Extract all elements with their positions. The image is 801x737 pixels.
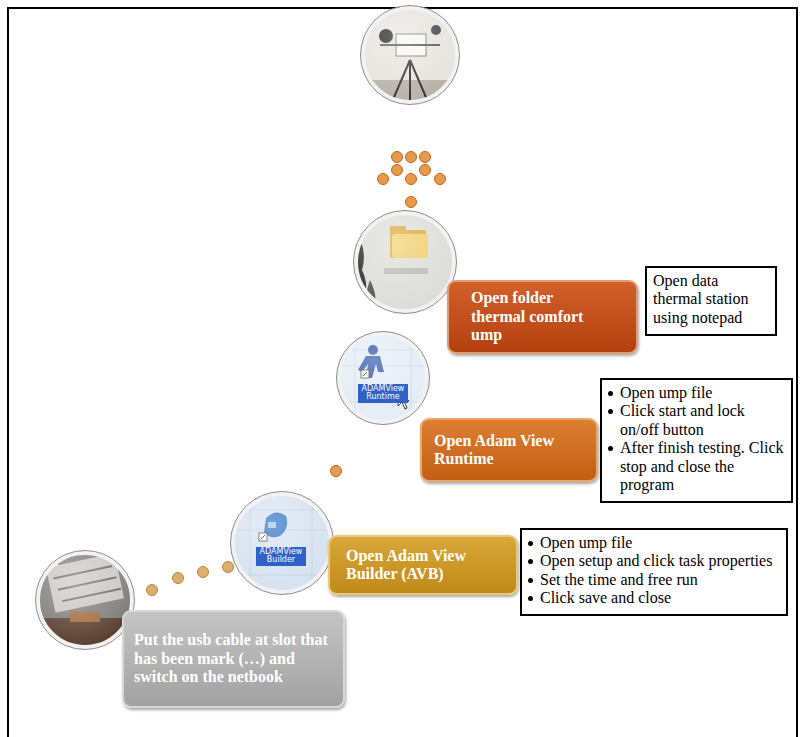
dot-trail-part xyxy=(392,152,403,163)
netbook-photo-part-part xyxy=(37,552,133,648)
netbook-photo-part xyxy=(36,551,135,650)
station-photo-part xyxy=(361,6,460,105)
step-text: Open Adam View Runtime xyxy=(434,432,574,469)
bullet-dot xyxy=(528,596,533,601)
step-text: Open folder thermal comfort ump xyxy=(471,289,599,344)
runtime-icon-part xyxy=(339,334,427,422)
builder-icon-part xyxy=(233,494,331,592)
station-photo-part xyxy=(363,8,457,102)
bullet-dot xyxy=(608,446,613,451)
bullet-text: After finish testing. Click stop and clo… xyxy=(620,439,785,494)
dot-trail-part xyxy=(392,165,403,176)
step-text: Open Adam View Builder (AVB) xyxy=(346,547,491,584)
bullet-dot xyxy=(608,391,613,396)
bullet-row: Set the time and free run xyxy=(528,571,780,589)
dot-trail-part xyxy=(406,197,417,208)
dot-trail-part xyxy=(378,174,389,185)
bullet-row: Open ump file xyxy=(608,384,785,402)
dot-trail-part xyxy=(198,567,209,578)
bullet-text: Open ump file xyxy=(540,534,632,552)
dot-trail-part xyxy=(420,165,431,176)
bullet-row: Open ump file xyxy=(528,534,780,552)
bullet-dot xyxy=(608,409,613,414)
folder-icon-part xyxy=(356,213,454,311)
builder-icon-part xyxy=(233,494,331,592)
dot-trail-part xyxy=(331,466,342,477)
dot-trail-part xyxy=(147,585,158,596)
text-group: Open ump fileOpen setup and click task p… xyxy=(528,534,780,608)
bullet-row: After finish testing. Click stop and clo… xyxy=(608,439,785,494)
dot-trail-part xyxy=(223,562,234,573)
text-group: Open folder thermal comfort ump xyxy=(471,289,599,344)
dot-trail xyxy=(147,562,234,596)
runtime-icon-part-part xyxy=(339,334,429,424)
runtime-icon-part-part xyxy=(339,334,429,424)
folder-icon xyxy=(354,211,457,314)
text-group: Open Adam View Runtime xyxy=(434,432,574,469)
bullet-dot xyxy=(528,578,533,583)
step-band: Open Adam View Runtime xyxy=(420,418,598,482)
step-band: Open folder thermal comfort ump xyxy=(447,280,638,354)
bullet-text: Open ump file xyxy=(620,384,712,402)
folder-icon-part xyxy=(356,213,454,311)
step-band: Open Adam View Builder (AVB) xyxy=(328,535,518,595)
instruction-box: Open ump fileClick start and lock on/off… xyxy=(600,378,793,503)
builder-icon-part xyxy=(231,492,334,595)
icon-caption: ADAMView Builder xyxy=(256,547,306,566)
bullet-dot xyxy=(528,559,533,564)
runtime-icon xyxy=(337,332,430,425)
note-text: Open data thermal station using notepad xyxy=(653,272,769,327)
text-group: Put the usb cable at slot that has been … xyxy=(134,631,334,686)
frame-border xyxy=(8,8,797,737)
runtime-icon-part xyxy=(337,332,430,425)
text-group: Open data thermal station using notepad xyxy=(653,272,769,327)
station-photo-part xyxy=(360,5,460,105)
dot-trail-part xyxy=(406,174,417,185)
bullet-row: Click save and close xyxy=(528,589,780,607)
builder-icon-part xyxy=(232,493,332,593)
icon-caption: ADAMView Runtime xyxy=(358,384,408,403)
text-group: Open ump fileClick start and lock on/off… xyxy=(608,384,785,494)
dot-trail-part xyxy=(435,174,446,185)
step-text: Put the usb cable at slot that has been … xyxy=(134,631,334,686)
folder-icon-part xyxy=(355,212,455,312)
bullet-text: Click start and lock on/off button xyxy=(620,402,785,439)
folder-icon-part-part xyxy=(355,212,455,312)
netbook-photo-part xyxy=(38,553,132,647)
instruction-box: Open data thermal station using notepad xyxy=(645,266,777,336)
station-photo xyxy=(360,5,460,105)
builder-icon-part-part xyxy=(232,493,332,593)
station-photo-part xyxy=(363,8,457,102)
text-group: Open Adam View Builder (AVB) xyxy=(346,547,491,584)
builder-icon xyxy=(231,492,334,595)
bullet-row: Click start and lock on/off button xyxy=(608,402,785,439)
dot-trail-part xyxy=(406,152,417,163)
bullet-text: Click save and close xyxy=(540,589,671,607)
dot-trail-part xyxy=(420,152,431,163)
station-photo-part-part xyxy=(360,5,460,105)
instruction-box: Open ump fileOpen setup and click task p… xyxy=(520,528,788,616)
runtime-icon-part xyxy=(339,334,427,422)
builder-icon-part-part xyxy=(232,493,332,593)
bullet-text: Open setup and click task properties xyxy=(540,552,772,570)
step-band: Put the usb cable at slot that has been … xyxy=(122,610,345,708)
bullet-text: Set the time and free run xyxy=(540,571,698,589)
bullet-row: Open setup and click task properties xyxy=(528,552,780,570)
netbook-photo-part xyxy=(38,553,132,647)
dot-trail-part xyxy=(173,573,184,584)
folder-icon-part xyxy=(354,211,457,314)
runtime-icon-part xyxy=(339,334,429,424)
bullet-dot xyxy=(528,541,533,546)
netbook-photo-part xyxy=(37,552,133,648)
netbook-photo xyxy=(36,551,135,650)
